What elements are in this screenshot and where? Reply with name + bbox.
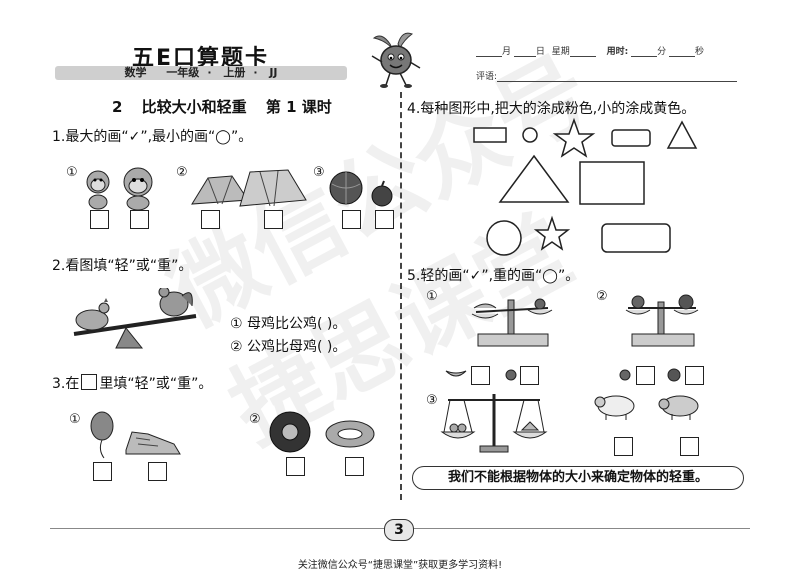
subject: 数学 [124, 66, 147, 79]
tip-note: 我们不能根据物体的大小来确定物体的轻重。 [412, 466, 744, 490]
column-divider [400, 92, 402, 500]
apple-big-icon [667, 368, 681, 382]
small-triangle-shape [666, 120, 698, 149]
q3-box-balloon[interactable] [93, 462, 112, 481]
balance-scale-image [440, 394, 548, 453]
month-field[interactable] [476, 46, 502, 57]
page-number: 3 [384, 519, 414, 541]
q5-box-apple[interactable] [520, 366, 539, 385]
small-star-shape [533, 215, 571, 251]
q1-box-basketball[interactable] [342, 210, 361, 229]
grade: 一年级 [166, 66, 200, 79]
edition: JJ [269, 66, 278, 79]
shapes-figure [473, 117, 698, 256]
q1-box-monkey-big[interactable] [130, 210, 149, 229]
scale-apples-image [625, 294, 699, 347]
q5-box-pig[interactable] [680, 437, 699, 456]
seesaw-chickens-image [73, 288, 197, 349]
q5-box-sheep[interactable] [614, 437, 633, 456]
q1-box-fan-small[interactable] [201, 210, 220, 229]
q1-instruction: 1.最大的画“✓”,最小的画“◯”。 [52, 129, 253, 145]
minutes-field[interactable] [631, 46, 658, 57]
big-rectangle-shape [579, 161, 645, 205]
scale-banana-apple-image [471, 298, 553, 347]
fans-image [191, 169, 307, 207]
q2-line1: ① 母鸡比公鸡( )。 [230, 316, 347, 332]
sheep-pig-image [594, 395, 699, 420]
big-triangle-shape [498, 154, 570, 203]
apple-icon-2 [619, 369, 631, 381]
comment-row: 评语: [476, 69, 738, 82]
q2-line2: ② 公鸡比母鸡( )。 [230, 339, 347, 355]
volume: 上册 [223, 66, 246, 79]
date-fields: 月 日 星期 用时: 分 秒 [476, 44, 704, 57]
monkeys-image [86, 167, 153, 210]
q3-box-shoe[interactable] [148, 462, 167, 481]
tire-lifebuoy-image [269, 411, 375, 453]
balls-image [329, 171, 393, 207]
weekday-field[interactable] [569, 46, 596, 57]
footer-text: 关注微信公众号“捷思课堂”获取更多学习资料! [297, 560, 503, 571]
q1-box-monkey-small[interactable] [90, 210, 109, 229]
small-rectangle-shape [473, 127, 507, 143]
small-rounded-rect-shape [611, 129, 651, 147]
big-rounded-rect-shape [601, 223, 671, 253]
q1-box-fan-big[interactable] [264, 210, 283, 229]
beet-mascot-image [371, 32, 421, 88]
lesson-title: 2 比较大小和轻重 第 1 课时 [112, 98, 332, 116]
q4-instruction: 4.每种图形中,把大的涂成粉色,小的涂成黄色。 [407, 101, 696, 117]
day-field[interactable] [513, 46, 536, 57]
subject-bar: 数学 一年级· 上册· JJ [55, 66, 347, 80]
q2-instruction: 2.看图填“轻”或“重”。 [52, 258, 193, 274]
seconds-field[interactable] [669, 46, 696, 57]
banana-icon [445, 370, 467, 377]
q5-instruction: 5.轻的画“✓”,重的画“◯”。 [407, 268, 580, 284]
q1-box-apple[interactable] [375, 210, 394, 229]
big-circle-shape [486, 220, 522, 256]
apple-icon [505, 369, 517, 381]
balloon-shoe-image [90, 411, 181, 459]
comment-field[interactable] [497, 71, 738, 82]
q3-box-lifebuoy[interactable] [345, 457, 364, 476]
q5-box-apple-big[interactable] [685, 366, 704, 385]
small-circle-shape [522, 127, 538, 143]
q3-instruction: 3.在里填“轻”或“重”。 [52, 374, 213, 392]
q3-box-tire[interactable] [286, 457, 305, 476]
q5-box-apple-small[interactable] [636, 366, 655, 385]
big-star-shape [552, 117, 596, 158]
q5-box-banana[interactable] [471, 366, 490, 385]
